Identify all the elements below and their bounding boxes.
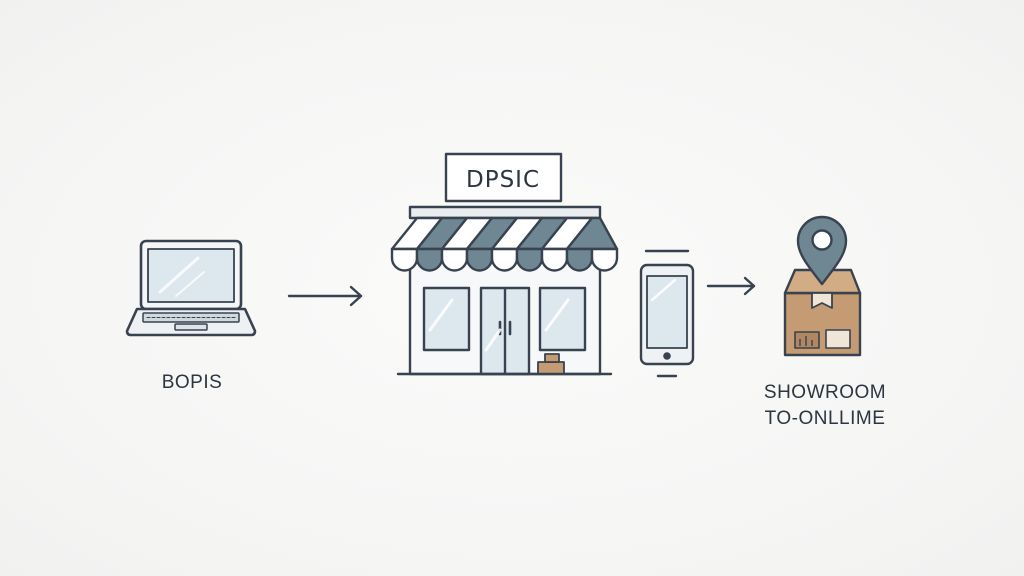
awning-scallops [390, 247, 619, 272]
store-sign-text: DPSIC [466, 167, 540, 193]
showroom-label-line1: SHOWROOM [763, 382, 887, 403]
storefront-icon: DPSIC [390, 152, 619, 376]
store-sign: DPSIC [444, 152, 563, 203]
arrow-right-icon [706, 276, 756, 296]
location-pin-icon [796, 215, 848, 286]
showroom-label: SHOWROOM TO-ONLLIME [740, 380, 910, 432]
laptop-icon [125, 239, 257, 337]
bopis-label: BOPIS [161, 372, 223, 393]
smartphone-icon [639, 249, 695, 378]
small-boxes-icon [537, 353, 565, 375]
showroom-label-line2: TO-ONLLIME [764, 408, 886, 429]
store-window-left [422, 286, 471, 352]
store-window-right [538, 286, 587, 352]
arrow-right-icon [287, 285, 363, 307]
store-door [479, 286, 531, 376]
package-box-icon [783, 268, 862, 357]
awning [390, 216, 619, 251]
